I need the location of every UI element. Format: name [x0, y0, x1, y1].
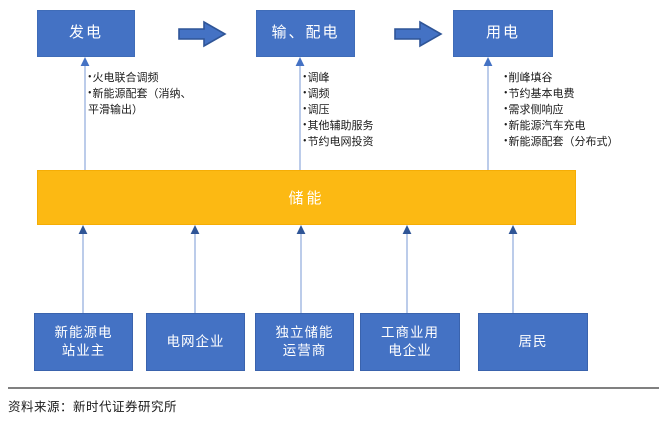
connector-arrow-residents-to-storage	[508, 225, 518, 316]
actor-box-label: 新能源电 站业主	[54, 325, 113, 358]
connector-arrow-newenergy-owner-to-storage	[78, 225, 88, 316]
connector-arrow-storage-to-transmission	[295, 57, 305, 171]
flow-box-transmission: 输、配电	[256, 10, 355, 57]
benefit-item: 其他辅助服务	[303, 119, 463, 135]
benefit-list-consumption: 削峰填谷 节约基本电费 需求侧响应 新能源汽车充电 新能源配套（分布式）	[504, 71, 667, 151]
flow-box-generation: 发电	[37, 10, 135, 57]
flow-box-consumption: 用电	[453, 10, 553, 57]
actor-box-commercial-industrial-user: 工商业用 电企业	[360, 313, 460, 371]
right-arrow-icon-transmission-to-consumption	[394, 20, 443, 48]
benefit-list-generation: 火电联合调频 新能源配套（消纳、 平滑输出）	[88, 71, 263, 119]
connector-arrow-storage-to-consumption	[483, 57, 493, 171]
connector-arrow-grid-company-to-storage	[190, 225, 200, 316]
connector-arrow-storage-to-generation	[80, 57, 90, 171]
benefit-item: 需求侧响应	[504, 103, 667, 119]
benefit-item: 新能源汽车充电	[504, 119, 667, 135]
benefit-item: 火电联合调频	[88, 71, 263, 87]
benefit-list-transmission: 调峰 调频 调压 其他辅助服务 节约电网投资	[303, 71, 463, 151]
flow-box-transmission-label: 输、配电	[271, 25, 340, 42]
right-arrow-icon-generation-to-transmission	[178, 20, 227, 48]
actor-box-grid-company: 电网企业	[146, 313, 245, 371]
actor-box-label: 独立储能 运营商	[275, 325, 334, 358]
actor-box-new-energy-station-owner: 新能源电 站业主	[34, 313, 133, 371]
benefit-item: 调峰	[303, 71, 463, 87]
flow-box-generation-label: 发电	[68, 25, 103, 42]
connector-arrow-commercial-user-to-storage	[402, 225, 412, 316]
actor-box-label: 电网企业	[166, 334, 225, 350]
benefit-item: 削峰填谷	[504, 71, 667, 87]
connector-arrow-independent-operator-to-storage	[296, 225, 306, 316]
storage-bar: 储能	[37, 170, 576, 225]
actor-box-label: 工商业用 电企业	[381, 325, 439, 358]
benefit-item: 节约电网投资	[303, 135, 463, 151]
actor-box-independent-storage-operator: 独立储能 运营商	[255, 313, 354, 371]
actor-box-residents: 居民	[478, 313, 588, 371]
footer-divider	[8, 387, 659, 389]
benefit-item: 调频	[303, 87, 463, 103]
storage-bar-label: 储能	[288, 191, 325, 207]
flow-box-consumption-label: 用电	[485, 25, 520, 42]
source-note: 资料来源：新时代证券研究所	[8, 400, 178, 414]
benefit-item: 新能源配套（消纳、 平滑输出）	[88, 87, 263, 119]
actor-box-label: 居民	[518, 334, 548, 350]
benefit-item: 新能源配套（分布式）	[504, 135, 667, 151]
benefit-item: 调压	[303, 103, 463, 119]
benefit-item: 节约基本电费	[504, 87, 667, 103]
